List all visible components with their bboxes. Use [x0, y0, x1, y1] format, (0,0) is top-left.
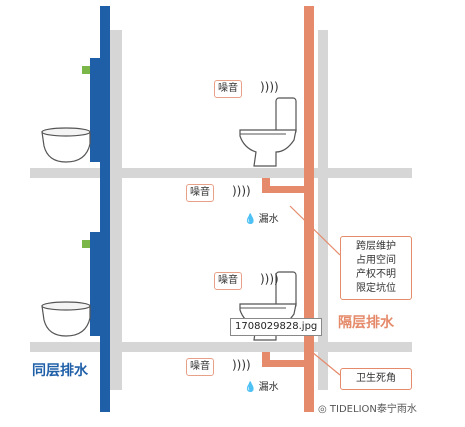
floor-toilet-upper: [239, 97, 297, 167]
note-line: 占用空间: [356, 255, 396, 266]
sound-wave-icon: )))): [232, 184, 251, 198]
water-drop-icon: 💧: [244, 214, 256, 225]
leak-text: 漏水: [258, 382, 279, 393]
flush-button-upper: [82, 66, 90, 74]
cross-floor-drain-branch-upper-vertical: [262, 178, 270, 192]
cross-floor-drainage-label: 隔层排水: [338, 315, 394, 331]
leak-text: 漏水: [258, 214, 279, 225]
wall-hung-toilet-lower: [41, 301, 91, 337]
noise-tag-upper-room: 噪音: [214, 80, 242, 98]
cross-floor-drain-branch-lower-vertical: [262, 352, 270, 366]
wall-hung-toilet-upper: [41, 127, 91, 163]
note-line: 限定坑位: [356, 283, 396, 294]
floor-slab-lower: [30, 342, 412, 352]
floor-slab-upper: [30, 168, 412, 178]
cross-floor-drain-branch-upper: [262, 186, 308, 193]
wall-tank-upper: [90, 58, 104, 162]
note-line: 产权不明: [356, 269, 396, 280]
same-floor-drain-pipe: [100, 6, 110, 412]
noise-tag-lower-room: 噪音: [214, 272, 242, 290]
watermark-icon: ◎: [318, 404, 327, 415]
sound-wave-icon: )))): [260, 80, 279, 94]
watermark-text: TIDELION泰宁雨水: [329, 404, 417, 415]
note-line: 跨层维护: [356, 241, 396, 252]
cross-floor-drain-stack: [304, 6, 314, 412]
same-floor-drainage-label: 同层排水: [32, 363, 88, 379]
noise-tag-upper-ceiling: 噪音: [186, 184, 214, 202]
sound-wave-icon: )))): [232, 358, 251, 372]
dead-corner-note: 卫生死角: [340, 368, 412, 390]
leak-label-lower: 💧 漏水: [244, 378, 279, 393]
leak-label-upper: 💧 漏水: [244, 210, 279, 225]
flush-button-lower: [82, 240, 90, 248]
cross-floor-issues-note: 跨层维护 占用空间 产权不明 限定坑位: [340, 236, 412, 300]
filename-tooltip: 1708029828.jpg: [230, 318, 323, 336]
water-drop-icon: 💧: [244, 382, 256, 393]
watermark: ◎ TIDELION泰宁雨水: [318, 400, 417, 415]
wall-tank-lower: [90, 232, 104, 336]
cross-floor-drain-branch-lower: [262, 360, 308, 367]
building-wall: [110, 30, 122, 390]
sound-wave-icon: )))): [260, 272, 279, 286]
building-wall-right: [318, 30, 328, 390]
noise-tag-lower-ceiling: 噪音: [186, 358, 214, 376]
